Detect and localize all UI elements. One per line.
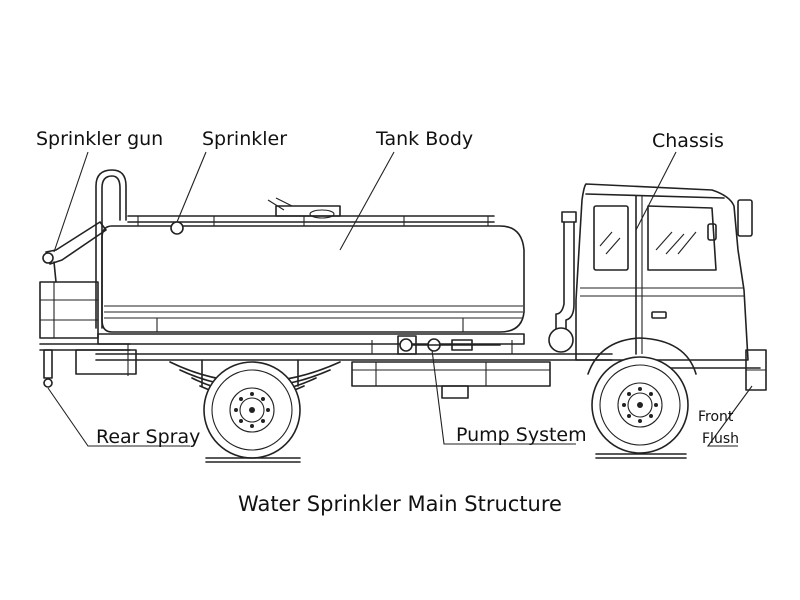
sprinkler-gun-assembly [42, 169, 127, 329]
leader-chassis [635, 151, 677, 231]
label-sprinkler-gun: Sprinkler gun [36, 128, 164, 150]
pump-system [351, 335, 551, 399]
leader-sprinkler-gun [53, 151, 89, 253]
front-wheel [587, 337, 697, 459]
cab [575, 183, 767, 391]
rear-wheel [203, 361, 301, 463]
label-sprinkler: Sprinkler [202, 128, 288, 150]
exhaust-stack [548, 211, 577, 353]
label-pump-system: Pump System [456, 424, 587, 446]
leader-sprinkler [176, 151, 207, 223]
diagram-caption: Water Sprinkler Main Structure [238, 492, 562, 516]
label-front: Front [698, 409, 734, 425]
leader-tank-body [339, 151, 395, 251]
rear-frame [39, 281, 137, 388]
label-flush: Flush [702, 431, 739, 447]
leader-pump-system [431, 349, 576, 445]
label-rear-spray: Rear Spray [96, 426, 201, 448]
leader-lines [47, 151, 753, 447]
label-chassis: Chassis [652, 130, 724, 152]
leader-rear-spray [47, 387, 190, 447]
leader-front-flush [706, 385, 753, 447]
label-tank-body: Tank Body [376, 128, 474, 150]
